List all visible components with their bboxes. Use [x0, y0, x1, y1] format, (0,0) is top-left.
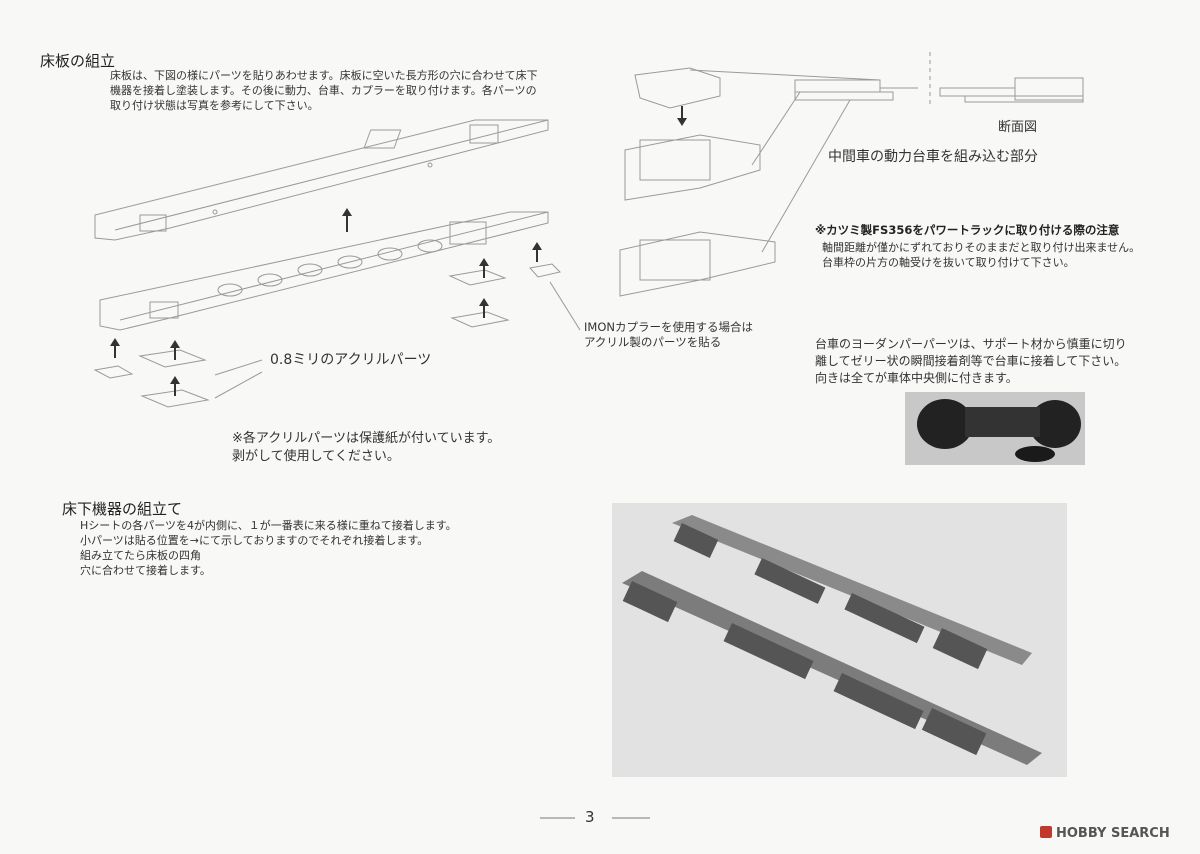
imon-line: アクリル製のパーツを貼る	[584, 335, 722, 349]
watermark-text: HOBBY SEARCH	[1056, 826, 1170, 841]
under-line: 穴に合わせて接着します。	[80, 564, 211, 577]
protect-line: ※各アクリルパーツは保護紙が付いています。	[232, 431, 501, 446]
bogie-photo	[905, 392, 1085, 465]
floor-line: 機器を接着し塗装します。その後に動力、台車、カプラーを取り付けます。各パーツの	[110, 84, 537, 97]
under-line: 組み立てたら床板の四角	[80, 549, 201, 562]
acrylic-label: 0.8ミリのアクリルパーツ	[270, 352, 432, 368]
hobbysearch-logo-icon	[1040, 826, 1052, 838]
hobbysearch-watermark: HOBBY SEARCH	[1040, 826, 1170, 841]
motor-caption: 中間車の動力台車を組み込む部分	[828, 149, 1038, 165]
page-number: 3	[585, 808, 595, 826]
katsumi-body: 軸間距離が僅かにずれておりそのままだと取り付け出来ません。 台車枠の片方の軸受け…	[822, 240, 1140, 270]
imon-line: IMONカプラーを使用する場合は	[584, 320, 753, 334]
katsumi-line: 台車枠の片方の軸受けを抜いて取り付けて下さい。	[822, 256, 1075, 269]
katsumi-title: ※カツミ製FS356をパワートラックに取り付ける際の注意	[815, 223, 1120, 237]
yaw-line: 向きは全てが車体中央側に付きます。	[815, 371, 1018, 385]
floor-title: 床板の組立	[40, 52, 116, 70]
yaw-note: 台車のヨーダンパーパーツは、サポート材から慎重に切り 離してゼリー状の瞬間接着剤…	[815, 336, 1127, 387]
protect-note: ※各アクリルパーツは保護紙が付いています。 剥がして使用してください。	[232, 430, 500, 466]
under-instructions: Hシートの各パーツを4が内側に、１が一番表に来る様に重ねて接着します。 小パーツ…	[80, 518, 457, 578]
katsumi-line: 軸間距離が僅かにずれておりそのままだと取り付け出来ません。	[822, 241, 1141, 254]
under-line: Hシートの各パーツを4が内側に、１が一番表に来る様に重ねて接着します。	[80, 519, 457, 532]
yaw-line: 台車のヨーダンパーパーツは、サポート材から慎重に切り	[815, 337, 1127, 351]
underframe-photo	[612, 503, 1067, 777]
floor-line: 床板は、下図の様にパーツを貼りあわせます。床板に空いた長方形の穴に合わせて床下	[110, 69, 538, 82]
section-label: 断面図	[998, 120, 1038, 135]
under-line: 小パーツは貼る位置を→にて示しておりますのでそれぞれ接着します。	[80, 534, 429, 547]
imon-note: IMONカプラーを使用する場合は アクリル製のパーツを貼る	[584, 320, 753, 350]
floor-instructions: 床板は、下図の様にパーツを貼りあわせます。床板に空いた長方形の穴に合わせて床下 …	[110, 68, 538, 113]
yaw-line: 離してゼリー状の瞬間接着剤等で台車に接着して下さい。	[815, 354, 1127, 368]
protect-line: 剥がして使用してください。	[232, 449, 400, 464]
floor-line: 取り付け状態は写真を参考にして下さい。	[110, 99, 319, 112]
under-title: 床下機器の組立て	[62, 500, 183, 518]
